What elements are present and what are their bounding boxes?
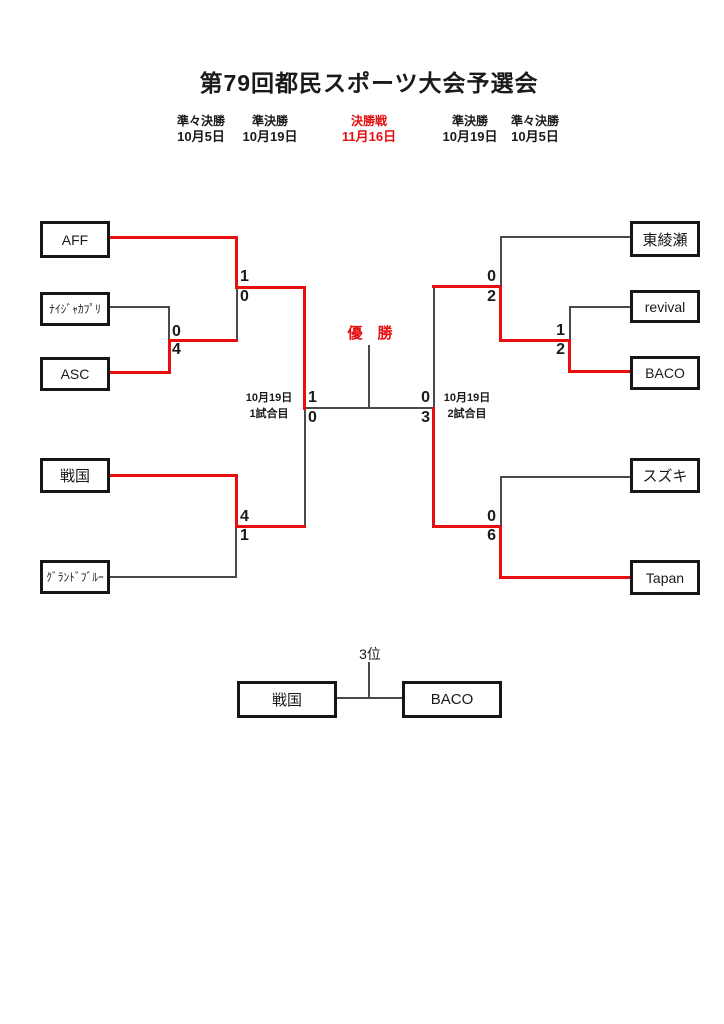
connector-third-horizontal (337, 697, 403, 699)
round-name: 準決勝 (251, 114, 288, 128)
connector-higashiayase-down (500, 236, 502, 288)
match1-label: 10月19日 1試合目 (243, 390, 295, 422)
round-name: 決勝戦 (350, 114, 387, 128)
round-name: 準々決勝 (510, 114, 559, 128)
connector-baco-up2 (499, 285, 502, 342)
connector-suzuki-down (500, 476, 502, 528)
team-box-grandbleu: ｸﾞﾗﾝﾄﾞﾌﾞﾙｰ (40, 560, 110, 594)
score-qf1-top: 0 (172, 323, 181, 340)
connector-tapan-up (499, 525, 502, 579)
team-label: BACO (645, 365, 685, 381)
connector-sengoku-down (235, 474, 238, 528)
score-sf1-top: 1 (240, 268, 249, 285)
round-date: 10月19日 (242, 129, 298, 144)
connector-third-vertical (368, 662, 370, 699)
round-header-final: 決勝戦 11月16日 (327, 114, 411, 144)
third-place-box-sengoku: 戦国 (237, 681, 337, 718)
round-date: 10月5日 (511, 129, 559, 144)
connector-suzuki-out (502, 476, 630, 478)
connector-champion-line (368, 345, 370, 409)
score-sf2-top: 0 (487, 268, 496, 285)
third-place-box-baco: BACO (402, 681, 502, 718)
score-final-left-bottom: 0 (308, 409, 317, 426)
connector-grandbleu-out (110, 576, 237, 578)
connector-qf1-to-sf1 (236, 288, 238, 341)
round-date: 11月16日 (341, 129, 397, 144)
round-name: 準々決勝 (176, 114, 225, 128)
connector-aff-to-final (235, 286, 306, 289)
team-box-suzuki: スズキ (630, 458, 700, 493)
round-header-sf-left: 準決勝 10月19日 (228, 114, 312, 144)
connector-naijakapuri-down (168, 306, 170, 341)
connector-tapan-final-rise (432, 407, 435, 528)
connector-aff-out (110, 236, 238, 239)
connector-higashiayase-out (502, 236, 630, 238)
score-qf4-bottom: 6 (487, 527, 496, 544)
team-label: ﾅｲｼﾞｬｶﾌﾟﾘ (49, 304, 101, 316)
connector-sengoku-out (110, 474, 238, 477)
round-date: 10月5日 (177, 129, 225, 144)
connector-sengoku-final-rise (304, 409, 306, 527)
connector-baco-final-drop (433, 288, 435, 409)
connector-revival-out (570, 306, 630, 308)
score-final-left-top: 1 (308, 389, 317, 406)
team-label: revival (644, 298, 686, 315)
connector-baco-out (568, 370, 630, 373)
round-header-qf-right: 準々決勝 10月5日 (493, 114, 577, 144)
connector-qf2-winner (235, 525, 306, 528)
third-place-label: 3位 (359, 646, 381, 662)
round-name: 準決勝 (451, 114, 488, 128)
match1-date: 10月19日 (245, 392, 293, 404)
connector-aff-down (235, 236, 238, 289)
connector-revival-down (569, 306, 571, 341)
team-label: AFF (61, 231, 89, 248)
connector-naijakapuri-out (110, 306, 170, 308)
connector-qf4-winner (432, 525, 502, 528)
round-header-qf-left: 準々決勝 10月5日 (159, 114, 243, 144)
match2-game: 2試合目 (447, 408, 487, 420)
team-box-baco: BACO (630, 356, 700, 390)
score-sf1-bottom: 0 (240, 288, 249, 305)
connector-asc-out (110, 371, 171, 374)
connector-tapan-out (499, 576, 630, 579)
team-label: Tapan (645, 569, 685, 586)
score-final-right-bottom: 3 (421, 409, 430, 426)
match2-date: 10月19日 (443, 392, 491, 404)
team-label: 戦国 (59, 468, 90, 485)
score-qf3-bottom: 2 (556, 341, 565, 358)
match1-game: 1試合目 (249, 408, 289, 420)
page-title: 第79回都民スポーツ大会予選会 (199, 70, 539, 96)
connector-qf3-winner (499, 339, 571, 342)
match2-label: 10月19日 2試合目 (441, 390, 493, 422)
score-qf4-top: 0 (487, 508, 496, 525)
team-label: 戦国 (271, 692, 302, 709)
team-label: BACO (430, 691, 474, 708)
connector-asc-up (168, 339, 171, 374)
team-box-naijakapuri: ﾅｲｼﾞｬｶﾌﾟﾘ (40, 292, 110, 326)
score-qf2-top: 4 (240, 508, 249, 525)
champion-label: 優 勝 (347, 325, 393, 342)
team-box-asc: ASC (40, 357, 110, 391)
team-label: スズキ (642, 468, 688, 485)
score-qf2-bottom: 1 (240, 527, 249, 544)
score-qf3-top: 1 (556, 322, 565, 339)
team-label: ｸﾞﾗﾝﾄﾞﾌﾞﾙｰ (46, 572, 104, 584)
connector-qf1-winner (168, 339, 238, 342)
team-box-tapan: Tapan (630, 560, 700, 595)
team-label: 東綾瀬 (642, 231, 688, 249)
connector-baco-up (568, 339, 571, 373)
connector-grandbleu-up (235, 527, 237, 578)
team-label: ASC (60, 366, 90, 382)
round-header-sf-right: 準決勝 10月19日 (428, 114, 512, 144)
score-qf1-bottom: 4 (172, 341, 181, 358)
team-box-sengoku: 戦国 (40, 458, 110, 493)
team-box-aff: AFF (40, 221, 110, 258)
score-final-right-top: 0 (421, 389, 430, 406)
team-box-higashiayase: 東綾瀬 (630, 221, 700, 257)
round-date: 10月19日 (442, 129, 498, 144)
score-sf2-bottom: 2 (487, 288, 496, 305)
connector-sf2-winner (432, 285, 502, 288)
connector-aff-final-drop (303, 286, 306, 410)
team-box-revival: revival (630, 290, 700, 323)
